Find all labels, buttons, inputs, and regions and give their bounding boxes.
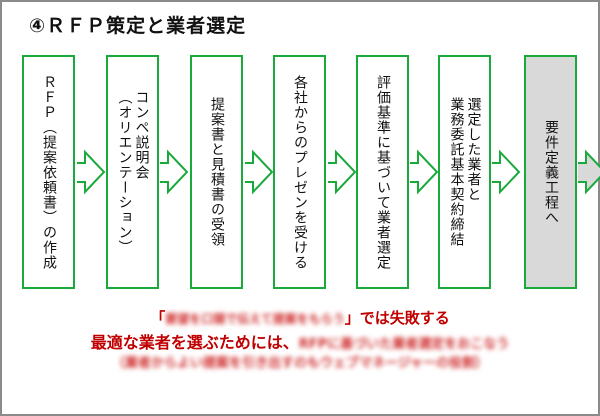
blurred-text: 要望を口頭で伝えて提案をもらう bbox=[165, 312, 345, 326]
blurred-text: RFPに基づいた業者選定をおこなう bbox=[298, 337, 510, 352]
arrow-4 bbox=[328, 149, 357, 195]
step-2-orientation: コンペ説明会 （オリエンテーション） bbox=[106, 55, 159, 289]
step-7-requirements: 要件定義工程へ bbox=[524, 55, 577, 289]
arrow-5 bbox=[410, 149, 439, 195]
arrow-1 bbox=[77, 149, 106, 195]
arrow-6 bbox=[492, 149, 521, 195]
step-label: ＲＦＰ（提案依頼書）の作成 bbox=[41, 74, 57, 270]
arrow-2 bbox=[160, 149, 189, 195]
message-line-3: （業者からよい提案を引き出すのもウェブマネージャーの役割） bbox=[0, 352, 600, 371]
slide-title: ④ＲＦＰ策定と業者選定 bbox=[29, 15, 247, 37]
step-label: 各社からのプレゼンを受ける bbox=[292, 74, 308, 270]
step-6-contract: 選定した業者と 業務委託基本契約締結 bbox=[438, 55, 491, 289]
step-4-presentations: 各社からのプレゼンを受ける bbox=[273, 55, 326, 289]
arrow-7 bbox=[578, 149, 600, 195]
step-1-rfp: ＲＦＰ（提案依頼書）の作成 bbox=[22, 55, 75, 289]
message-line-1: 「要望を口頭で伝えて提案をもらう」では失敗する bbox=[0, 307, 600, 328]
step-label: 要件定義工程へ bbox=[543, 119, 559, 225]
step-label: コンペ説明会 （オリエンテーション） bbox=[116, 89, 150, 255]
arrow-3 bbox=[245, 149, 274, 195]
step-label: 評価基準に基づいて業者選定 bbox=[375, 74, 391, 270]
step-label: 提案書と見積書の受領 bbox=[209, 97, 225, 247]
message-text: 最適な業者を選ぶためには、 bbox=[90, 333, 299, 352]
step-label: 選定した業者と 業務委託基本契約締結 bbox=[448, 97, 482, 247]
step-3-proposals: 提案書と見積書の受領 bbox=[190, 55, 243, 289]
bracket-open: 「 bbox=[150, 309, 166, 327]
message-text: 」では失敗する bbox=[344, 309, 450, 327]
blurred-text: （業者からよい提案を引き出すのもウェブマネージャーの役割） bbox=[111, 356, 489, 371]
step-5-selection: 評価基準に基づいて業者選定 bbox=[356, 55, 409, 289]
message-line-2: 最適な業者を選ぶためには、RFPに基づいた業者選定をおこなう bbox=[0, 329, 600, 353]
